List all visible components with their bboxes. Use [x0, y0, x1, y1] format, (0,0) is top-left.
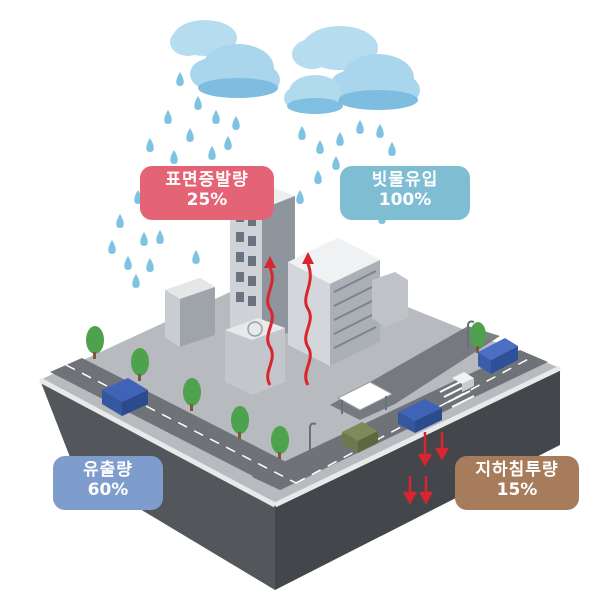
raindrop — [208, 146, 216, 160]
road-lane-marking — [65, 364, 297, 484]
raindrop — [232, 116, 240, 130]
building-right-low — [372, 272, 408, 327]
raindrop — [356, 120, 364, 134]
raindrop — [296, 190, 304, 204]
rainwater-inflow-label: 빗물유입 100% — [340, 166, 470, 220]
truck-blue-right — [398, 399, 442, 433]
infiltration-label-value: 15% — [496, 479, 538, 500]
evaporation-arrow — [304, 263, 312, 386]
tree — [183, 378, 201, 411]
raindrop — [164, 110, 172, 124]
car-white — [452, 372, 474, 392]
tree — [86, 326, 104, 359]
ground-right-side — [275, 368, 560, 590]
curb-right — [273, 365, 562, 508]
raindrop — [224, 136, 232, 150]
streetlight — [309, 422, 317, 452]
building-helipad — [225, 318, 285, 395]
evaporation-arrow — [266, 267, 274, 386]
cloud-right-small — [284, 75, 343, 114]
raindrop — [134, 190, 142, 204]
tree — [231, 406, 249, 439]
raindrop — [132, 274, 140, 288]
raindrop — [192, 250, 200, 264]
raindrop — [388, 142, 396, 156]
evaporation-arrowhead — [264, 256, 276, 268]
raindrop — [376, 124, 384, 138]
raindrop — [108, 240, 116, 254]
cloud-right-front — [330, 54, 420, 110]
vehicles — [102, 338, 518, 453]
streetlights — [309, 320, 475, 452]
raindrop — [314, 170, 322, 184]
raindrop — [176, 72, 184, 86]
evaporation-arrowheads — [264, 252, 314, 268]
raindrop — [146, 138, 154, 152]
evaporation-label-name: 표면증발량 — [165, 170, 249, 190]
clouds — [170, 20, 420, 114]
raindrop — [336, 132, 344, 146]
raindrop — [156, 230, 164, 244]
tree — [131, 348, 149, 381]
raindrop — [124, 256, 132, 270]
raindrop — [194, 96, 202, 110]
evaporation-label: 표면증발량 25% — [140, 166, 274, 220]
rainwater-inflow-label-name: 빗물유입 — [371, 170, 439, 190]
streetlight — [467, 320, 475, 348]
evaporation-label-value: 25% — [186, 189, 228, 210]
raindrop — [170, 150, 178, 164]
curb-left — [38, 377, 277, 508]
infiltration-label: 지하침투량 15% — [455, 456, 579, 510]
cloud-left-front — [190, 44, 280, 98]
evaporation-arrowhead — [302, 252, 314, 264]
evaporation-arrows — [266, 263, 312, 386]
raindrops — [108, 72, 412, 288]
helipad-mark — [247, 321, 263, 337]
tree — [470, 322, 486, 353]
rainwater-inflow-label-value: 100% — [378, 189, 432, 210]
trees — [86, 322, 486, 459]
raindrop — [186, 128, 194, 142]
raindrop — [298, 126, 306, 140]
raindrop — [332, 156, 340, 170]
raindrop — [140, 232, 148, 246]
runoff-label-value: 60% — [87, 479, 129, 500]
raindrop — [212, 110, 220, 124]
raindrop — [146, 258, 154, 272]
raindrop — [316, 140, 324, 154]
bus-stop — [336, 381, 394, 414]
truck-green — [342, 422, 378, 453]
raindrop — [116, 214, 124, 228]
infiltration-arrows — [402, 432, 450, 505]
infiltration-label-name: 지하침투량 — [475, 460, 559, 480]
office-windows — [333, 270, 377, 349]
tree — [271, 426, 289, 459]
runoff-label-name: 유출량 — [83, 460, 133, 480]
bus — [478, 338, 518, 374]
truck-blue-left — [102, 378, 148, 416]
runoff-label: 유출량 60% — [53, 456, 163, 510]
